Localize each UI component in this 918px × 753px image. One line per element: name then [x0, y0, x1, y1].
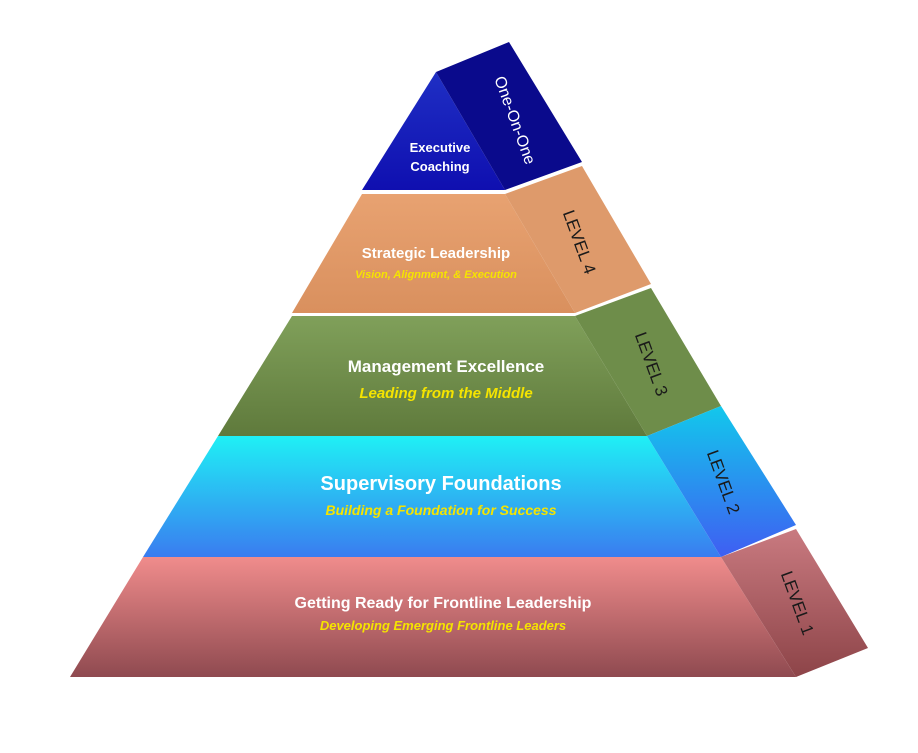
tier-5-front-face	[362, 72, 505, 190]
tier-4-subtitle: Vision, Alignment, & Execution	[355, 269, 517, 281]
tier-2-side-face	[647, 406, 796, 557]
tier-1-side-face	[721, 529, 868, 677]
tier-3-title: Management Excellence	[348, 357, 545, 376]
tier-2-subtitle: Building a Foundation for Success	[325, 502, 556, 518]
tier-5-side-face	[436, 42, 582, 190]
tier-3-front-face	[218, 316, 647, 436]
tier-4-front-face	[292, 194, 575, 313]
tier-getting-ready-frontline: Getting Ready for Frontline Leadership D…	[70, 529, 868, 677]
tier-1-front-face	[70, 557, 796, 677]
tier-3-subtitle: Leading from the Middle	[359, 385, 532, 402]
tier-5-title-line2: Coaching	[410, 159, 469, 174]
tier-1-title: Getting Ready for Frontline Leadership	[295, 595, 592, 612]
tier-2-front-face	[143, 436, 721, 557]
tier-4-title: Strategic Leadership	[362, 245, 510, 262]
tier-management-excellence: Management Excellence Leading from the M…	[218, 288, 721, 436]
tier-1-subtitle: Developing Emerging Frontline Leaders	[320, 618, 566, 633]
tier-strategic-leadership: Strategic Leadership Vision, Alignment, …	[292, 166, 651, 313]
tier-4-side-face	[505, 166, 651, 313]
tier-5-title-line1: Executive	[410, 140, 471, 155]
tier-executive-coaching: Executive Coaching One-On-One	[362, 42, 582, 190]
tier-2-title: Supervisory Foundations	[320, 473, 561, 495]
tier-3-side-face	[575, 288, 721, 436]
tier-supervisory-foundations: Supervisory Foundations Building a Found…	[143, 406, 796, 557]
